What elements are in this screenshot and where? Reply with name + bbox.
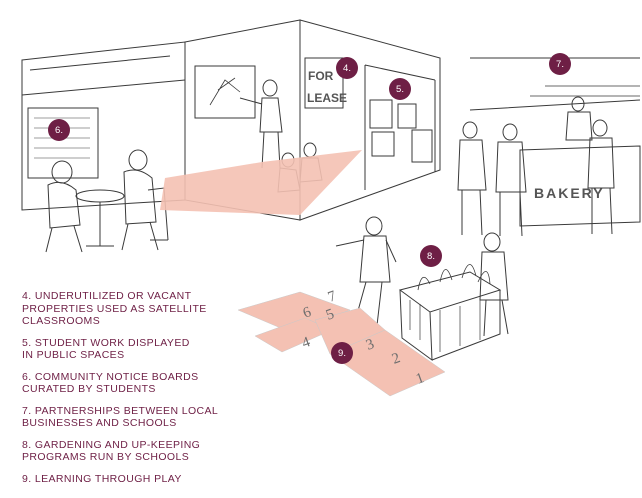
legend-item-8: 8. GARDENING AND UP-KEEPING PROGRAMS RUN… (22, 438, 201, 464)
legend-list: 4. UNDERUTILIZED OR VACANT PROPERTIES US… (22, 290, 272, 494)
vacant-storefront (299, 19, 441, 221)
cafe-people-drawing (45, 149, 169, 253)
legend-item-7: 7. PARTNERSHIPS BETWEEN LOCAL BUSINESSES… (22, 404, 219, 430)
bakery-building (457, 57, 641, 237)
marker-7: 7. (549, 53, 571, 75)
hopscotch-grid (237, 291, 446, 397)
left-building (21, 41, 186, 211)
marker-4: 4. (336, 57, 358, 79)
legend-item-6: 6. COMMUNITY NOTICE BOARDS CURATED BY ST… (22, 370, 199, 396)
for-lease-sign-line1: FOR (308, 69, 334, 83)
legend-item-5: 5. STUDENT WORK DISPLAYED IN PUBLIC SPAC… (22, 336, 190, 362)
marker-9: 9. (331, 342, 353, 364)
legend-item-4: 4. UNDERUTILIZED OR VACANT PROPERTIES US… (22, 290, 207, 327)
marker-6: 6. (48, 119, 70, 141)
legend-item-9: 9. LEARNING THROUGH PLAY (22, 472, 182, 485)
marker-5: 5. (389, 78, 411, 100)
for-lease-sign-line2: LEASE (307, 91, 347, 105)
marker-8: 8. (420, 245, 442, 267)
bakery-sign: BAKERY (534, 185, 605, 201)
garden-planter (398, 232, 509, 362)
classroom-floor-highlight (160, 150, 362, 215)
